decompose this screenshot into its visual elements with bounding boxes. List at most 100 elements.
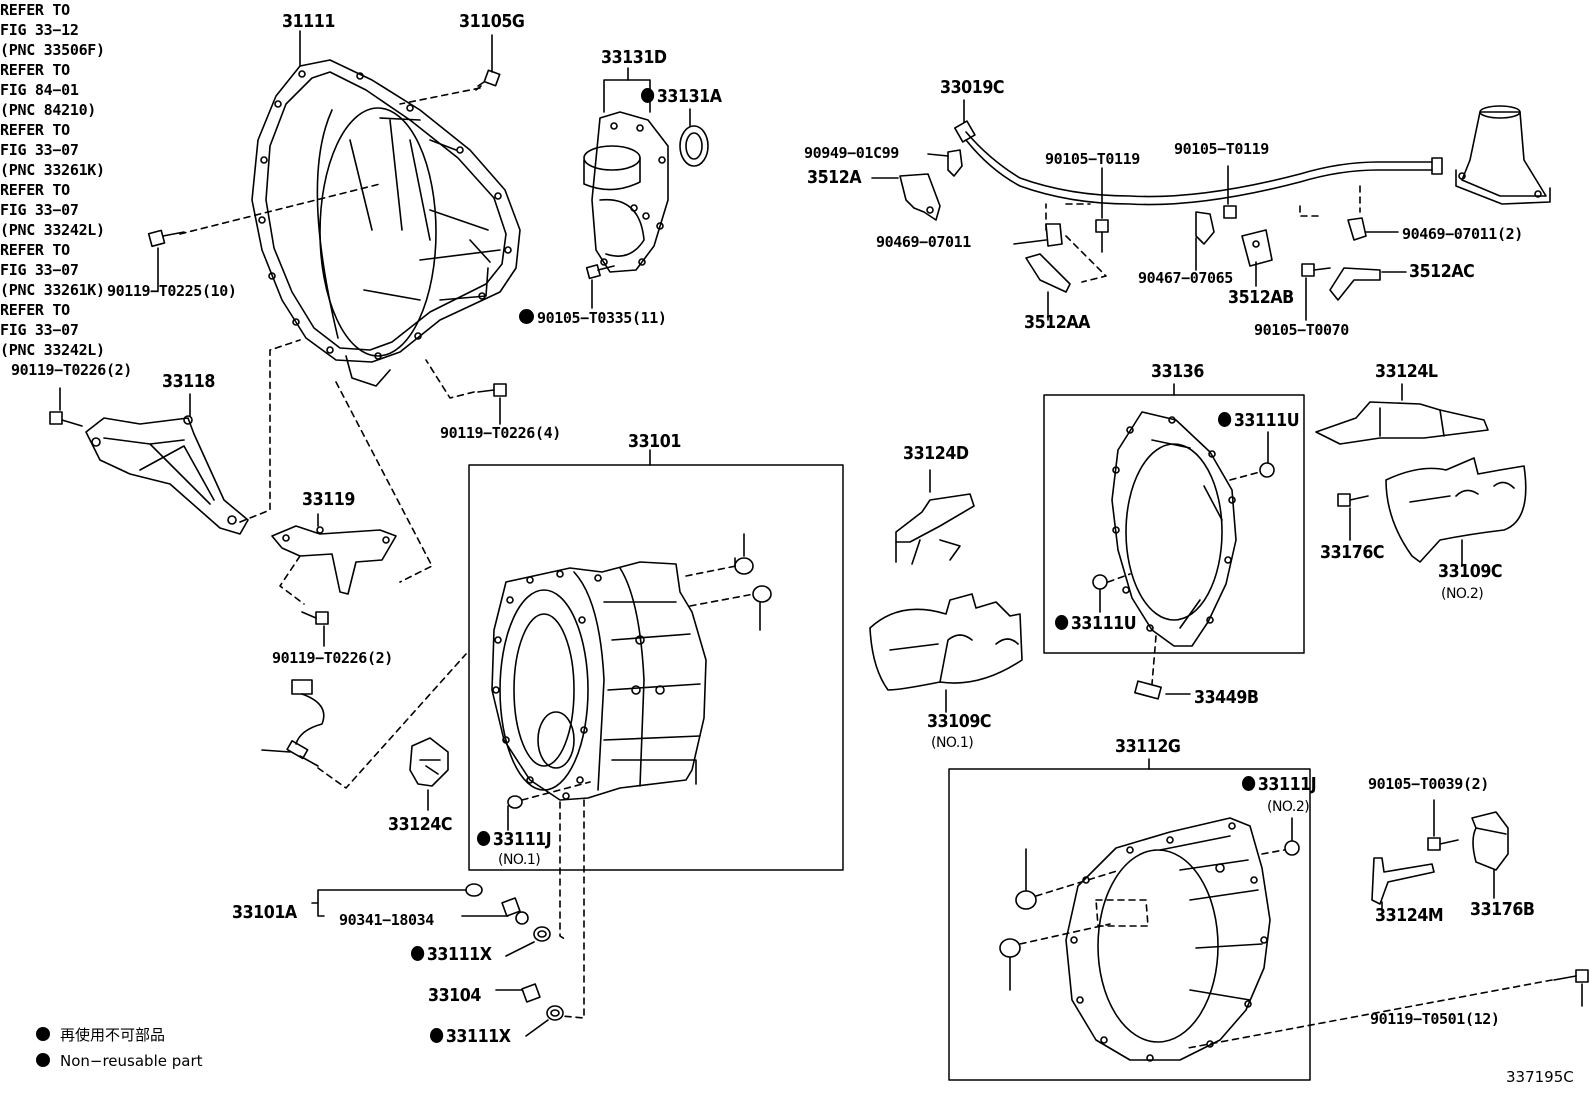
part-label-33111X-b: 33111X — [430, 1027, 511, 1047]
part-label-33111X-a: 33111X — [411, 945, 492, 965]
part-label-90105-T0119-a: 90105−T0119 — [1045, 150, 1140, 168]
reference-note-line: REFER TO — [0, 1, 70, 19]
bolt-90119-T0226-2b-drawing — [302, 612, 328, 624]
part-label-33109C-no2: 33109C — [1438, 561, 1503, 582]
part-33124L-drawing — [1316, 402, 1488, 444]
part-label-90105-T0335-text: 90105−T0335(11) — [537, 309, 667, 327]
reference-note-line: REFER TO — [0, 241, 70, 259]
part-label-33136: 33136 — [1151, 361, 1204, 382]
part-label-33124M: 33124M — [1375, 905, 1444, 926]
part-label-90119-T0226-2b: 90119−T0226(2) — [272, 649, 393, 667]
part-sub-33109C-no1: (NO.1) — [931, 735, 974, 751]
legend-en: Non−reusable part — [36, 1052, 203, 1070]
reference-note-line: FIG 33−07 — [0, 321, 79, 339]
reference-note-line: FIG 33−07 — [0, 141, 79, 159]
legend-en-text: Non−reusable part — [60, 1052, 203, 1070]
bracket-3512A-drawing — [900, 174, 940, 220]
bolt-90105-T0335-drawing — [587, 265, 614, 278]
reference-note-33242L-a: REFER TO FIG 33−07 (PNC 33242L) — [0, 180, 1592, 240]
washer-33111X-a-drawing — [534, 927, 550, 941]
reference-note-84210: REFER TO FIG 84−01 (PNC 84210) — [0, 60, 1592, 120]
part-label-33101: 33101 — [628, 431, 681, 452]
part-label-33131D: 33131D — [601, 47, 667, 68]
clip-90469-07011-2-drawing — [1348, 218, 1366, 240]
part-label-33111U-b: 33111U — [1055, 614, 1137, 634]
non-reusable-dot-icon — [411, 946, 425, 961]
part-33124M-drawing — [1372, 858, 1434, 904]
part-label-33111X-b-text: 33111X — [445, 1026, 511, 1047]
part-label-31111: 31111 — [282, 11, 335, 32]
transmission-case-33101-drawing — [492, 562, 706, 800]
part-label-90105-T0039: 90105−T0039(2) — [1368, 775, 1489, 793]
part-33176B-drawing — [1472, 812, 1508, 870]
part-label-33019C: 33019C — [940, 77, 1005, 98]
part-label-90469-07011: 90469−07011 — [876, 233, 971, 251]
reference-note-line: (PNC 33506F) — [0, 41, 105, 59]
part-label-33111J-2-text: 33111J — [1257, 774, 1317, 795]
reference-note-33242L-b: REFER TO FIG 33−07 (PNC 33242L) — [0, 300, 1592, 360]
part-label-90119-T0225: 90119−T0225(10) — [107, 282, 237, 300]
non-reusable-dot-icon — [1055, 615, 1069, 630]
non-reusable-dot-icon — [1242, 776, 1256, 791]
legend-jp-text: 再使用不可部品 — [60, 1026, 166, 1044]
part-sub-33111J-no1: (NO.1) — [498, 852, 541, 868]
part-label-33131A: 33131A — [641, 87, 722, 107]
bolt-90105-T0119-a-drawing — [1096, 220, 1108, 252]
non-reusable-dot-icon — [430, 1028, 444, 1043]
non-reusable-dot-icon — [641, 88, 655, 103]
part-label-90119-T0226-4: 90119−T0226(4) — [440, 424, 561, 442]
cover-33109C-no2-drawing — [1386, 458, 1526, 562]
reference-note-line: (PNC 33261K) — [0, 281, 105, 299]
part-label-90119-T0501: 90119−T0501(12) — [1370, 1010, 1500, 1028]
reference-note-line: FIG 33−07 — [0, 261, 79, 279]
cover-33109C-no1-drawing — [870, 594, 1022, 690]
part-sub-33111J-no2: (NO.2) — [1267, 799, 1310, 815]
dowel-33111J-1-drawing — [508, 796, 522, 808]
plug-90341-18034-drawing — [502, 898, 528, 924]
part-label-90467-07065: 90467−07065 — [1138, 269, 1233, 287]
part-label-3512AC: 3512AC — [1409, 261, 1475, 282]
oil-pump-33131D-drawing — [584, 112, 668, 272]
legend-jp: 再使用不可部品 — [36, 1026, 165, 1044]
part-label-33449B: 33449B — [1194, 687, 1259, 708]
part-label-33131A-text: 33131A — [656, 86, 722, 107]
drawing-id: 337195C — [1506, 1068, 1574, 1086]
part-label-90105-T0335: 90105−T0335(11) — [519, 309, 667, 327]
bracket-33119-drawing — [272, 526, 396, 594]
reference-note-33261K-b: REFER TO FIG 33−07 (PNC 33261K) — [0, 240, 1592, 300]
bushing-33261K-a-drawing — [735, 558, 753, 574]
part-label-33101A: 33101A — [232, 902, 297, 923]
clip-90467-07065-drawing — [1196, 212, 1214, 244]
bushing-33242L-b-drawing — [1000, 939, 1020, 957]
speed-sensor-drawing — [287, 680, 324, 766]
part-33449B-drawing — [1135, 681, 1161, 699]
non-reusable-dot-icon — [519, 309, 534, 324]
clip-90949-01C99-drawing — [948, 150, 962, 176]
housing-33136-drawing — [1112, 412, 1236, 646]
reference-note-line: (PNC 33242L) — [0, 221, 105, 239]
washer-33111X-b-drawing — [547, 1006, 563, 1020]
bolt-90119-T0226-4-drawing — [478, 384, 506, 396]
part-label-90119-T0226-2a: 90119−T0226(2) — [11, 361, 132, 379]
bolt-31105G-drawing — [476, 70, 500, 90]
bolt-90119-T0501-drawing — [1554, 970, 1588, 982]
reference-note-line: (PNC 33261K) — [0, 161, 105, 179]
part-label-33111X-a-text: 33111X — [426, 944, 492, 965]
part-label-90105-T0119-b: 90105−T0119 — [1174, 140, 1269, 158]
part-label-33109C-no1: 33109C — [927, 711, 992, 732]
bolt-90119-T0225-drawing — [149, 230, 184, 246]
reference-note-33261K-a: REFER TO FIG 33−07 (PNC 33261K) — [0, 120, 1592, 180]
part-label-3512A: 3512A — [807, 167, 862, 188]
oring-33101A-drawing — [466, 884, 482, 896]
part-label-3512AA: 3512AA — [1024, 312, 1090, 333]
part-label-33176C: 33176C — [1320, 542, 1385, 563]
part-label-33124L: 33124L — [1375, 361, 1438, 382]
part-label-33119: 33119 — [302, 489, 355, 510]
bolt-90105-T0119-b-drawing — [1224, 206, 1236, 218]
part-label-33176B: 33176B — [1470, 899, 1535, 920]
part-label-33111J-1: 33111J — [477, 830, 552, 850]
bell-housing-31111-drawing — [252, 60, 520, 386]
reference-note-line: REFER TO — [0, 301, 70, 319]
dowel-33111U-a-drawing — [1260, 463, 1274, 477]
